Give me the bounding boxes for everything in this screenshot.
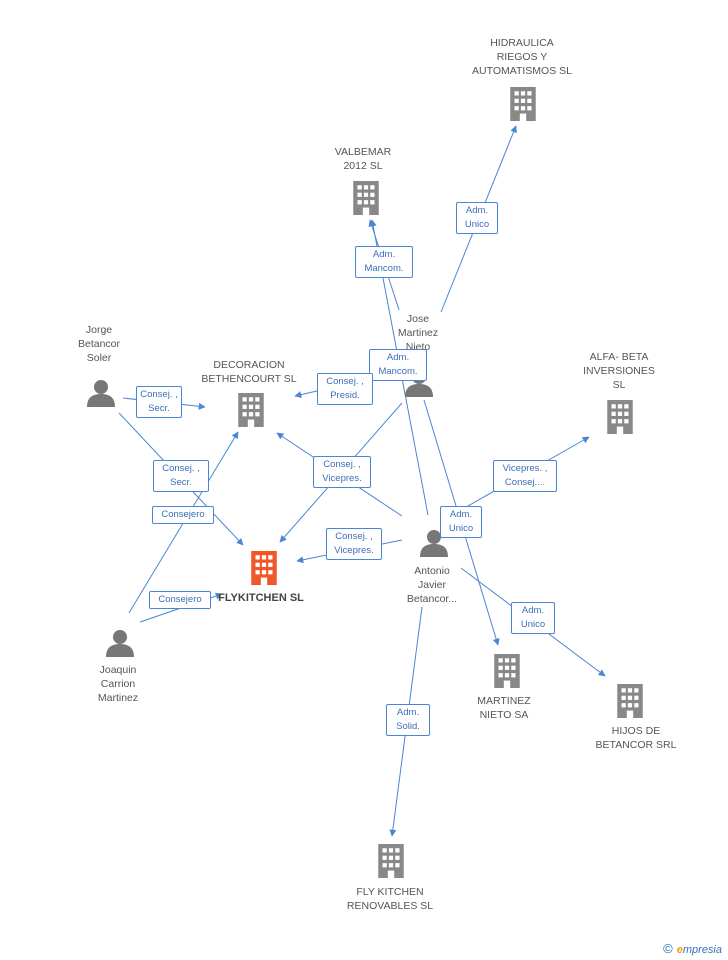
node-label-fly-renovables[interactable]: FLY KITCHEN RENOVABLES SL	[335, 885, 445, 913]
edge-label-line: Unico	[520, 619, 546, 630]
node-label-line: NIETO SA	[479, 709, 529, 721]
node-label-line: Martinez	[397, 327, 439, 339]
node-label-valbemar[interactable]: VALBEMAR 2012 SL	[323, 145, 403, 173]
node-label-line: VALBEMAR	[334, 146, 392, 158]
node-label-line: HIJOS DE	[611, 725, 661, 737]
edge-label-jorge-decoracion[interactable]: Consej. , Secr.	[136, 386, 182, 418]
node-alfa-building-icon[interactable]	[607, 400, 633, 434]
edge-label-line: Solid.	[396, 721, 420, 732]
copyright-symbol: ©	[663, 941, 673, 956]
node-label-line: Martinez	[97, 692, 139, 704]
node-label-line: Betancor	[77, 338, 121, 350]
node-label-decoracion[interactable]: DECORACION BETHENCOURT SL	[194, 358, 304, 386]
node-jorge-person-icon[interactable]	[87, 380, 115, 407]
node-label-line: FLYKITCHEN SL	[218, 592, 304, 604]
footer-brand[interactable]: ©empresia	[663, 941, 722, 956]
node-label-line: BETANCOR SRL	[595, 739, 677, 751]
node-decoracion-building-icon[interactable]	[238, 393, 264, 427]
node-label-line: BETHENCOURT SL	[201, 373, 297, 385]
edge-label-line: Unico	[464, 219, 490, 230]
edge-label-antonio-alfa[interactable]: Vicepres. , Consej....	[493, 460, 557, 492]
node-label-line: Jorge	[85, 324, 113, 336]
edge-label-line: Consejero	[161, 509, 205, 520]
edge-label-line: Consej. ,	[162, 463, 200, 474]
edge-label-line: Adm.	[521, 605, 545, 616]
edge-label-line: Adm.	[386, 352, 410, 363]
node-valbemar-building-icon[interactable]	[353, 181, 379, 215]
brand-e: e	[676, 944, 683, 956]
edge-label-line: Presid.	[330, 390, 360, 401]
node-hidraulica-building-icon[interactable]	[510, 87, 536, 121]
edge-label-line: Consej. ,	[140, 389, 178, 400]
edge-label-line: Vicepres. ,	[502, 463, 548, 474]
node-label-line: Soler	[86, 352, 112, 364]
node-label-martinez-nieto[interactable]: MARTINEZ NIETO SA	[464, 694, 544, 722]
edge-label-joaquin-flykitchen[interactable]: Consejero	[149, 591, 211, 609]
edge-label-line: Mancom.	[378, 366, 418, 377]
node-label-line: Jose	[406, 313, 430, 325]
edge-label-jose-hidraulica[interactable]: Adm. Unico	[456, 202, 498, 234]
node-label-line: DECORACION	[213, 359, 285, 371]
node-martinez-nieto-building-icon[interactable]	[494, 654, 520, 688]
edge-label-line: Mancom.	[364, 263, 404, 274]
edge-label-jose-decoracion[interactable]: Consej. , Presid.	[317, 373, 373, 405]
edge-label-line: Secr.	[170, 477, 192, 488]
edge-label-antonio-flykitchen[interactable]: Consej. , Vicepres.	[326, 528, 382, 560]
edge-label-jose-valbemar[interactable]: Adm. Mancom.	[355, 246, 413, 278]
edge-label-line: Unico	[448, 523, 474, 534]
edge-label-line: Consej. ,	[323, 459, 361, 470]
node-label-line: AUTOMATISMOS SL	[472, 65, 572, 77]
node-label-line: Joaquin	[99, 664, 137, 676]
node-flykitchen-building-icon[interactable]	[251, 551, 277, 585]
edge-label-line: Adm.	[396, 707, 420, 718]
edge-label-line: Adm.	[372, 249, 396, 260]
edge-label-jose-flykitchen[interactable]: Consej. , Vicepres.	[313, 456, 371, 488]
node-label-line: ALFA- BETA	[589, 351, 649, 363]
node-label-line: 2012 SL	[343, 160, 383, 172]
edge-label-line: Vicepres.	[334, 545, 374, 556]
edge-label-line: Vicepres.	[322, 473, 362, 484]
edge-label-line: Adm.	[449, 509, 473, 520]
node-label-line: Javier	[417, 579, 446, 591]
node-hijos-building-icon[interactable]	[617, 684, 643, 718]
node-label-line: Antonio	[414, 565, 450, 577]
node-label-hijos[interactable]: HIJOS DE BETANCOR SRL	[586, 724, 686, 752]
node-label-line: RIEGOS Y	[496, 51, 548, 63]
node-joaquin-person-icon[interactable]	[106, 630, 134, 657]
node-label-line: RENOVABLES SL	[346, 900, 434, 912]
node-label-line: Betancor...	[406, 593, 458, 605]
edge-label-line: Consej. ,	[326, 376, 364, 387]
edge-label-joaquin-decoracion[interactable]: Consejero	[152, 506, 214, 524]
edge-label-line: Secr.	[148, 403, 170, 414]
node-label-line: MARTINEZ	[477, 695, 531, 707]
node-fly-renovables-building-icon[interactable]	[378, 844, 404, 878]
node-label-line: INVERSIONES	[583, 365, 655, 377]
edge-label-antonio-valbemar[interactable]: Adm. Mancom.	[369, 349, 427, 381]
edge-label-antonio-hijos[interactable]: Adm. Unico	[511, 602, 555, 634]
edge-label-jorge-flykitchen[interactable]: Consej. , Secr.	[153, 460, 209, 492]
edge-label-line: Adm.	[465, 205, 489, 216]
edge-label-line: Consej....	[504, 477, 546, 488]
edge-label-jose-martinez-nieto[interactable]: Adm. Unico	[440, 506, 482, 538]
node-label-line: SL	[612, 379, 626, 391]
brand-rest: mpresia	[682, 944, 722, 956]
edge-label-line: Consej. ,	[335, 531, 373, 542]
node-label-line: HIDRAULICA	[490, 37, 554, 49]
node-label-line: FLY KITCHEN	[356, 886, 424, 898]
node-label-flykitchen[interactable]: FLYKITCHEN SL	[206, 591, 316, 605]
edge-label-antonio-fly-renovables[interactable]: Adm. Solid.	[386, 704, 430, 736]
node-label-line: Carrion	[100, 678, 136, 690]
node-label-alfa[interactable]: ALFA- BETA INVERSIONES SL	[574, 350, 664, 392]
edge-label-line: Consejero	[158, 594, 202, 605]
node-label-hidraulica[interactable]: HIDRAULICA RIEGOS Y AUTOMATISMOS SL	[457, 36, 587, 78]
